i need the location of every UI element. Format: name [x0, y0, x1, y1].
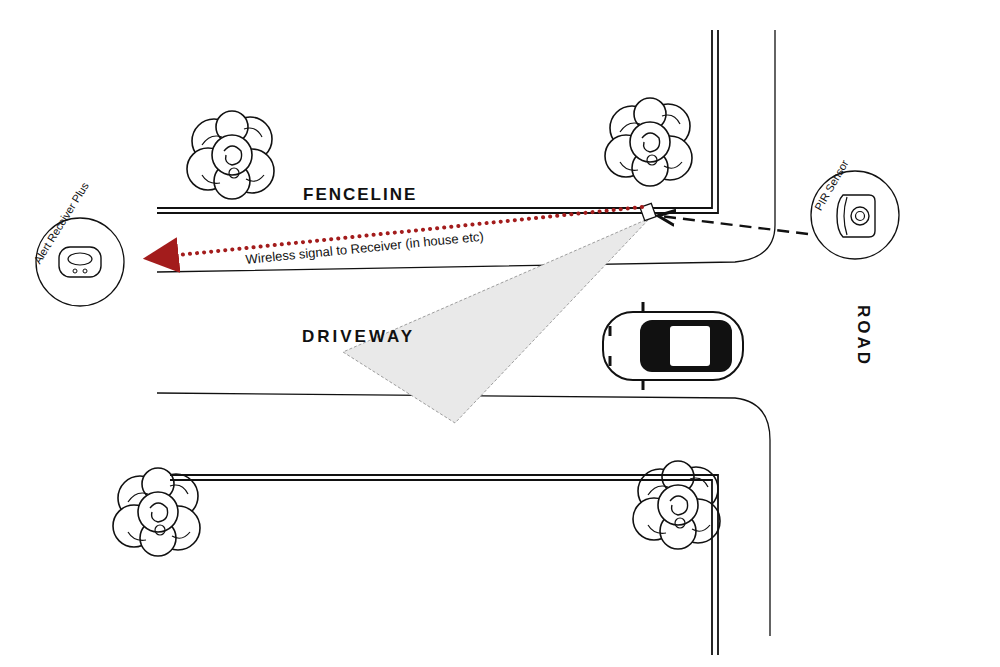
callout-line: [660, 216, 808, 234]
bush: [605, 98, 692, 186]
callout-circle: [35, 217, 125, 307]
fence: [157, 30, 718, 213]
fence: [157, 30, 712, 208]
driveway-edge: [157, 30, 775, 272]
callout-circle: [810, 170, 900, 260]
road-label: ROAD: [855, 305, 872, 367]
sensor-callout: PIR Sensor: [810, 170, 900, 260]
receiver-callout: Alert Receiver Plus: [35, 217, 125, 307]
bush: [113, 468, 200, 556]
signal-label: Wireless signal to Receiver (in house et…: [245, 230, 484, 266]
car: [603, 302, 743, 390]
bush: [187, 111, 274, 199]
receiver-icon: [59, 247, 101, 277]
driveway-label: DRIVEWAY: [302, 328, 415, 345]
fence-label: FENCELINE: [303, 186, 417, 203]
pir-sensor-icon: [837, 195, 875, 237]
fence: [170, 480, 712, 655]
driveway-edge: [157, 393, 770, 636]
fence: [170, 475, 718, 655]
